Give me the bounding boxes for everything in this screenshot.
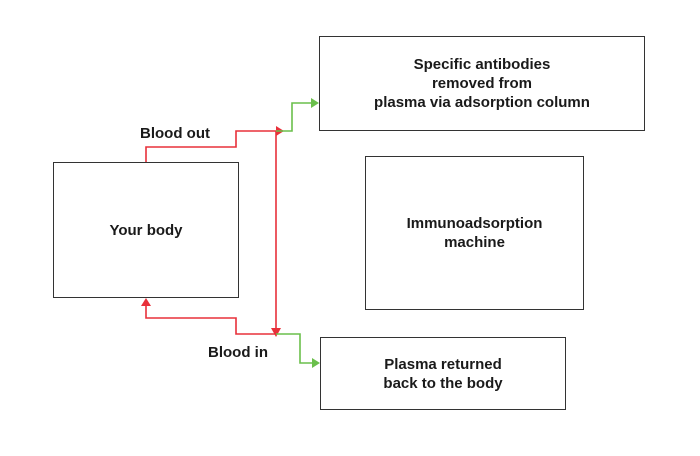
your-body-box: Your body — [53, 162, 239, 298]
trunk-down-arrowhead — [271, 328, 281, 337]
plasma-returned-label: Plasma returned back to the body — [383, 355, 503, 392]
blood-in-arrowhead — [141, 298, 151, 306]
blood-in-label: Blood in — [208, 344, 268, 361]
plasma-returned-box: Plasma returned back to the body — [320, 337, 566, 410]
blood-in-arrow — [145, 305, 276, 335]
adsorption-column-box: Specific antibodies removed from plasma … — [319, 36, 645, 131]
to-return-arrow — [276, 333, 313, 364]
to-return-arrowhead — [312, 358, 320, 368]
to-column-arrow — [276, 102, 312, 132]
machine-box: Immunoadsorption machine — [365, 156, 584, 310]
adsorption-column-label: Specific antibodies removed from plasma … — [374, 56, 590, 111]
machine-label: Immunoadsorption machine — [406, 215, 543, 251]
your-body-label: Your body — [109, 221, 183, 239]
blood-out-arrow — [145, 130, 276, 162]
blood-out-label: Blood out — [140, 125, 210, 142]
to-column-arrowhead — [311, 98, 319, 108]
